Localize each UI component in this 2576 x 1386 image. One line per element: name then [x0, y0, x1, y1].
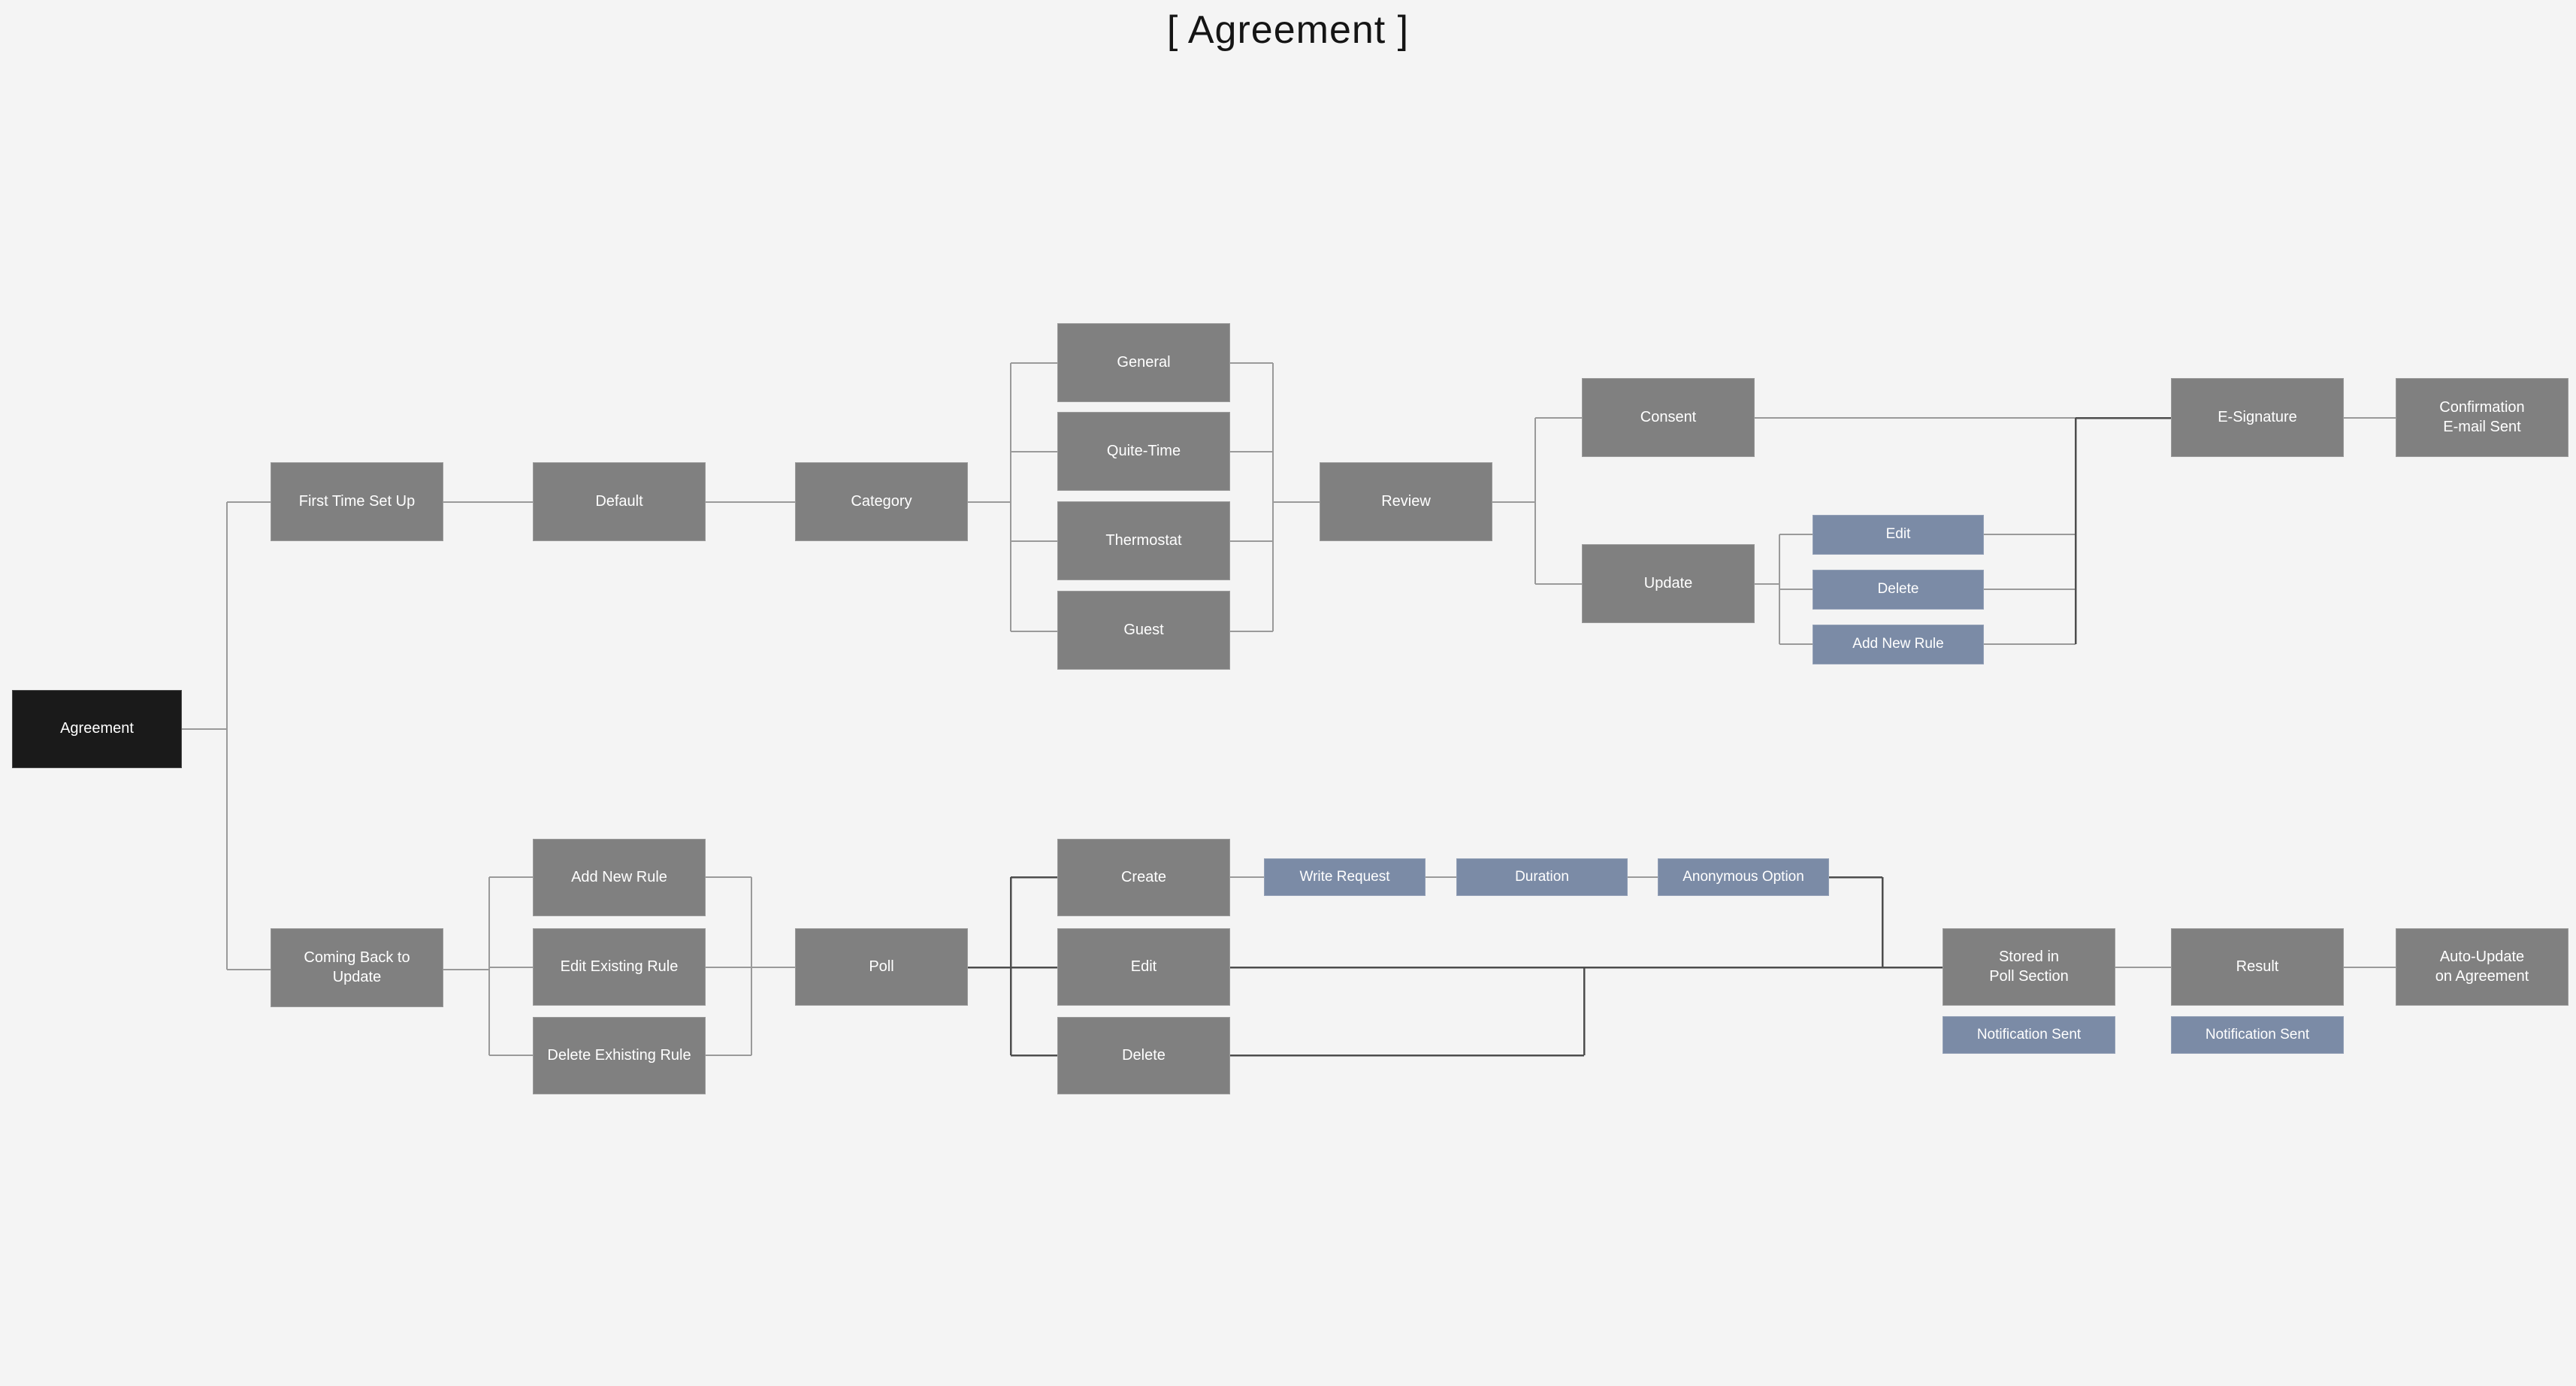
node-update[interactable]: Update: [1582, 544, 1755, 623]
node-label: Delete Exhisting Rule: [547, 1046, 691, 1064]
node-rule-edit[interactable]: Edit: [1813, 515, 1984, 555]
node-label: Quite-Time: [1106, 442, 1181, 459]
node-label: Result: [2236, 958, 2279, 975]
node-label: E-Signature: [2218, 408, 2297, 425]
node-label: Delete: [1122, 1046, 1166, 1064]
node-poll[interactable]: Poll: [795, 928, 968, 1006]
node-label: Write Request: [1299, 868, 1390, 885]
node-quite-time[interactable]: Quite-Time: [1057, 412, 1230, 491]
node-delete-existing-rule[interactable]: Delete Exhisting Rule: [533, 1017, 706, 1094]
node-rule-add-new[interactable]: Add New Rule: [1813, 625, 1984, 664]
node-label: Add New Rule: [1852, 636, 1944, 652]
node-thermostat[interactable]: Thermostat: [1057, 501, 1230, 580]
node-agreement[interactable]: Agreement: [12, 690, 182, 768]
node-add-new-rule[interactable]: Add New Rule: [533, 839, 706, 916]
node-create[interactable]: Create: [1057, 839, 1230, 916]
node-label: Edit: [1885, 526, 1911, 543]
node-edit-existing-rule[interactable]: Edit Existing Rule: [533, 928, 706, 1006]
node-result[interactable]: Result: [2171, 928, 2344, 1006]
node-label: Duration: [1515, 868, 1569, 885]
node-label: Agreement: [60, 720, 134, 737]
node-label: Add New Rule: [571, 868, 667, 885]
node-label: Review: [1381, 492, 1431, 510]
node-label: Guest: [1123, 621, 1164, 638]
node-review[interactable]: Review: [1320, 462, 1492, 541]
node-edit[interactable]: Edit: [1057, 928, 1230, 1006]
node-label: Edit: [1130, 958, 1157, 975]
node-category[interactable]: Category: [795, 462, 968, 541]
node-rule-delete[interactable]: Delete: [1813, 570, 1984, 610]
node-label: Notification Sent: [1976, 1026, 2082, 1043]
node-first-time-set-up[interactable]: First Time Set Up: [271, 462, 443, 541]
node-label: Consent: [1640, 408, 1697, 425]
node-label: Thermostat: [1105, 531, 1182, 549]
node-label: Category: [851, 492, 912, 510]
node-general[interactable]: General: [1057, 323, 1230, 402]
node-e-signature[interactable]: E-Signature: [2171, 378, 2344, 457]
node-label: Poll: [869, 958, 894, 975]
node-duration[interactable]: Duration: [1456, 858, 1628, 896]
node-label: First Time Set Up: [298, 492, 416, 510]
node-label: Default: [595, 492, 643, 510]
node-delete[interactable]: Delete: [1057, 1017, 1230, 1094]
page-title: [ Agreement ]: [1166, 8, 1410, 52]
node-write-request[interactable]: Write Request: [1264, 858, 1426, 896]
node-notification-sent-2[interactable]: Notification Sent: [2171, 1016, 2344, 1054]
node-label: Anonymous Option: [1683, 868, 1804, 885]
node-default[interactable]: Default: [533, 462, 706, 541]
node-consent[interactable]: Consent: [1582, 378, 1755, 457]
node-notification-sent-1[interactable]: Notification Sent: [1943, 1016, 2115, 1054]
node-label: Create: [1120, 868, 1167, 885]
node-label: General: [1117, 353, 1171, 371]
node-label: Update: [1643, 574, 1693, 592]
node-label: Notification Sent: [2205, 1026, 2310, 1043]
node-anonymous-option[interactable]: Anonymous Option: [1658, 858, 1829, 896]
node-label: Edit Existing Rule: [560, 958, 679, 975]
node-label: Delete: [1877, 581, 1919, 598]
node-guest[interactable]: Guest: [1057, 591, 1230, 670]
